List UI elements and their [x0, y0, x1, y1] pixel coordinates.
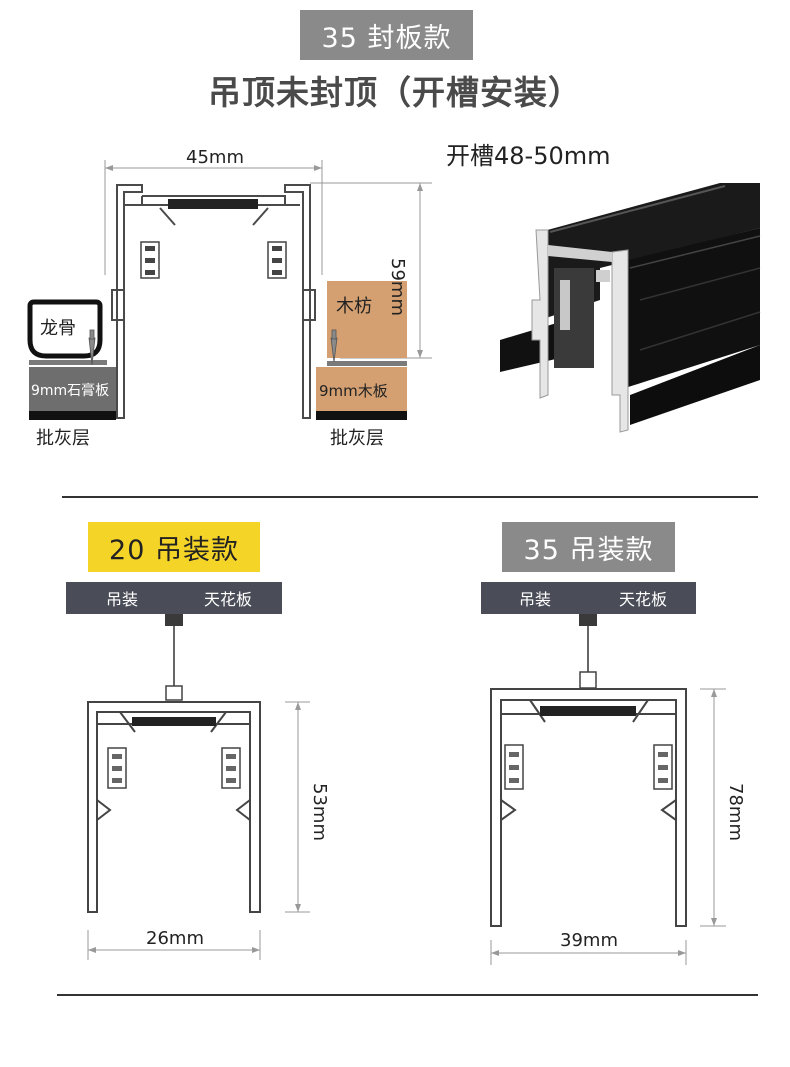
- badge-20-hanging-label: 20 吊装款: [109, 534, 239, 566]
- badge-20-hanging: 20 吊装款: [88, 522, 260, 572]
- wood-board: [316, 367, 407, 411]
- wood-block-label: 木枋: [336, 296, 372, 317]
- gypsum-label: 9mm石膏板: [31, 383, 110, 399]
- left-height-dim: 53mm: [309, 783, 330, 841]
- right-height-dim: 78mm: [725, 783, 746, 841]
- badge-35-sealed: 35 封板款: [300, 10, 473, 60]
- keel-profile: [27, 299, 103, 359]
- badge-35-sealed-label: 35 封板款: [321, 22, 452, 54]
- right-width-dim: 39mm: [560, 930, 618, 951]
- hanging-track-20-diagram: [87, 614, 261, 913]
- ceiling-bar-right: 吊装 天花板: [481, 582, 696, 614]
- ceiling-bar-left: 吊装 天花板: [66, 582, 282, 614]
- putty-layer-right: [316, 411, 407, 420]
- wood-block: [327, 281, 407, 358]
- ceiling-bar-left-ceiling: 天花板: [204, 590, 253, 609]
- putty-layer-left: [29, 411, 116, 420]
- putty-label-left: 批灰层: [36, 428, 90, 449]
- hanging-track-35-diagram: [490, 614, 687, 927]
- top-height-dim: 59mm: [387, 258, 408, 316]
- section-divider-top: [62, 496, 758, 498]
- gypsum-board: [29, 367, 116, 411]
- badge-35-hanging: 35 吊装款: [502, 522, 675, 572]
- wood-board-label: 9mm木板: [319, 382, 388, 400]
- left-width-dim: 26mm: [146, 928, 204, 949]
- ceiling-bar-right-ceiling: 天花板: [619, 590, 668, 609]
- track-3d-render: [500, 183, 761, 433]
- page-title: 吊顶未封顶（开槽安装）: [208, 73, 582, 112]
- section-divider-bottom: [57, 994, 758, 996]
- keel-label: 龙骨: [40, 318, 76, 339]
- slot-width-label: 开槽48-50mm: [446, 142, 611, 170]
- ceiling-bar-right-hang: 吊装: [519, 590, 552, 609]
- ceiling-bar-left-hang: 吊装: [106, 590, 139, 609]
- top-width-dim: 45mm: [186, 147, 244, 168]
- putty-label-right: 批灰层: [330, 428, 384, 449]
- badge-35-hanging-label: 35 吊装款: [523, 534, 654, 566]
